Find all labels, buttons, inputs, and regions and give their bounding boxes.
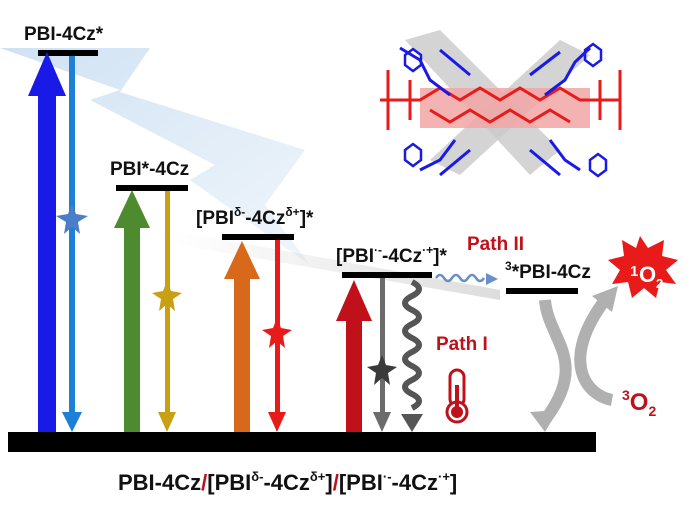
green-absorption-arrow — [114, 190, 150, 432]
thermometer-icon — [445, 368, 469, 424]
singlet-oxygen-sup: 1 — [630, 263, 638, 280]
level-ct-partial — [222, 234, 294, 240]
blue-emission-arrow — [56, 56, 88, 432]
red-emission-arrow — [262, 240, 292, 432]
lightning-bolt-icon — [0, 48, 310, 265]
blue-absorption-arrow — [28, 52, 66, 432]
label-triplet: 3*PBI-4Cz — [505, 259, 591, 283]
level-ct-full — [342, 272, 432, 278]
orange-absorption-arrow — [224, 241, 260, 432]
caption: PBI-4Cz/[PBIδ--4Czδ+]/[PBI·--4Cz·+] — [118, 469, 457, 495]
level-triplet — [506, 288, 578, 294]
quench-star-icon — [367, 355, 397, 385]
nonradiative-decay-wave — [401, 279, 423, 432]
gray-emission-arrow — [367, 278, 397, 432]
dark-red-absorption-arrow — [336, 280, 372, 432]
label-path-two: Path II — [467, 234, 524, 255]
level-pbi-star-4cz — [116, 185, 188, 191]
label-ct-full: [PBI·--4Cz·+]* — [336, 243, 447, 267]
ground-state-bar — [8, 432, 596, 452]
singlet-oxygen-main: O — [639, 262, 656, 287]
molecule-structure-icon — [358, 18, 648, 196]
gold-emission-arrow — [152, 191, 182, 432]
transition-shading — [170, 230, 500, 300]
label-path-one: Path I — [436, 334, 488, 355]
level-pbi-4cz-star — [38, 50, 98, 56]
triplet-decay-arrow — [530, 299, 572, 432]
oxygen-activation-arrow — [574, 286, 618, 406]
label-pbi-star-4cz: PBI*-4Cz — [110, 159, 189, 180]
quench-star-icon — [152, 281, 182, 311]
singlet-oxygen-burst-icon: 1 O 2 — [608, 236, 678, 298]
label-pbi-4cz-star: PBI-4Cz* — [24, 24, 104, 45]
label-triplet-oxygen: 3O2 — [622, 387, 656, 419]
isc-wave-arrow — [434, 273, 498, 285]
quench-star-icon — [56, 204, 88, 234]
label-ct-partial: [PBIδ--4Czδ+]* — [196, 205, 314, 229]
quench-star-icon — [262, 318, 292, 348]
singlet-oxygen-sub: 2 — [656, 276, 663, 291]
